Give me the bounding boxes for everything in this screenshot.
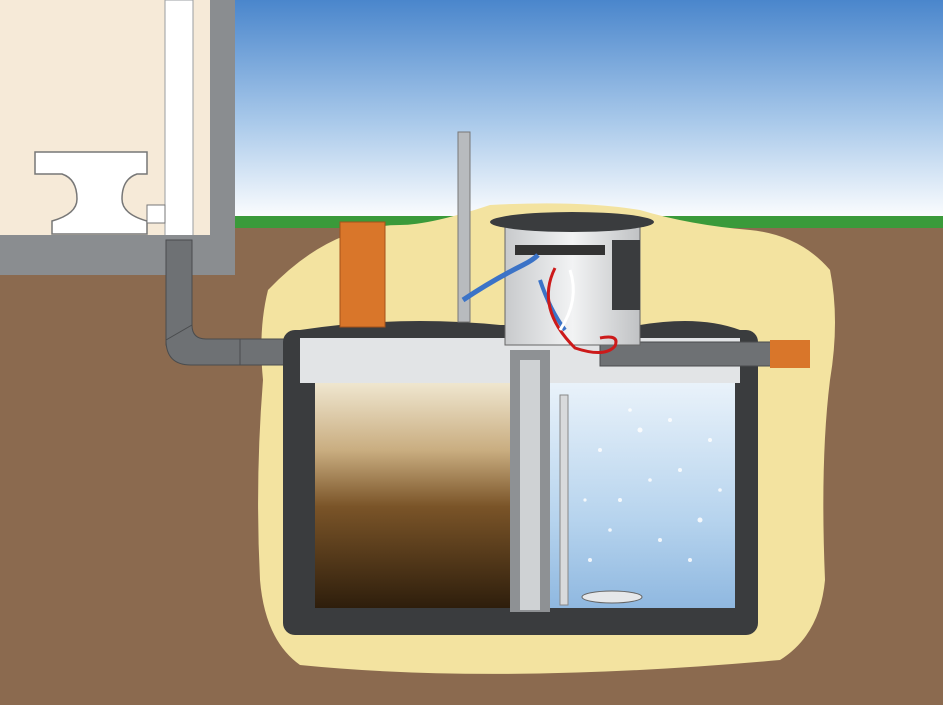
aerator-disc [581, 590, 643, 604]
riser-pipe-orange [339, 221, 386, 328]
air-bubbles [583, 408, 722, 562]
outlet-pipe [599, 341, 776, 367]
wire-white [558, 269, 575, 331]
wire-red [546, 267, 618, 354]
wire-blue [461, 253, 540, 303]
clean-water-chamber [550, 383, 735, 608]
toilet-icon [34, 151, 166, 235]
inlet-pipe [165, 239, 311, 366]
vent-pipe [457, 131, 471, 323]
sludge-chamber [315, 383, 510, 608]
outlet-pipe-orange [770, 340, 810, 368]
septic-tank [283, 321, 758, 635]
